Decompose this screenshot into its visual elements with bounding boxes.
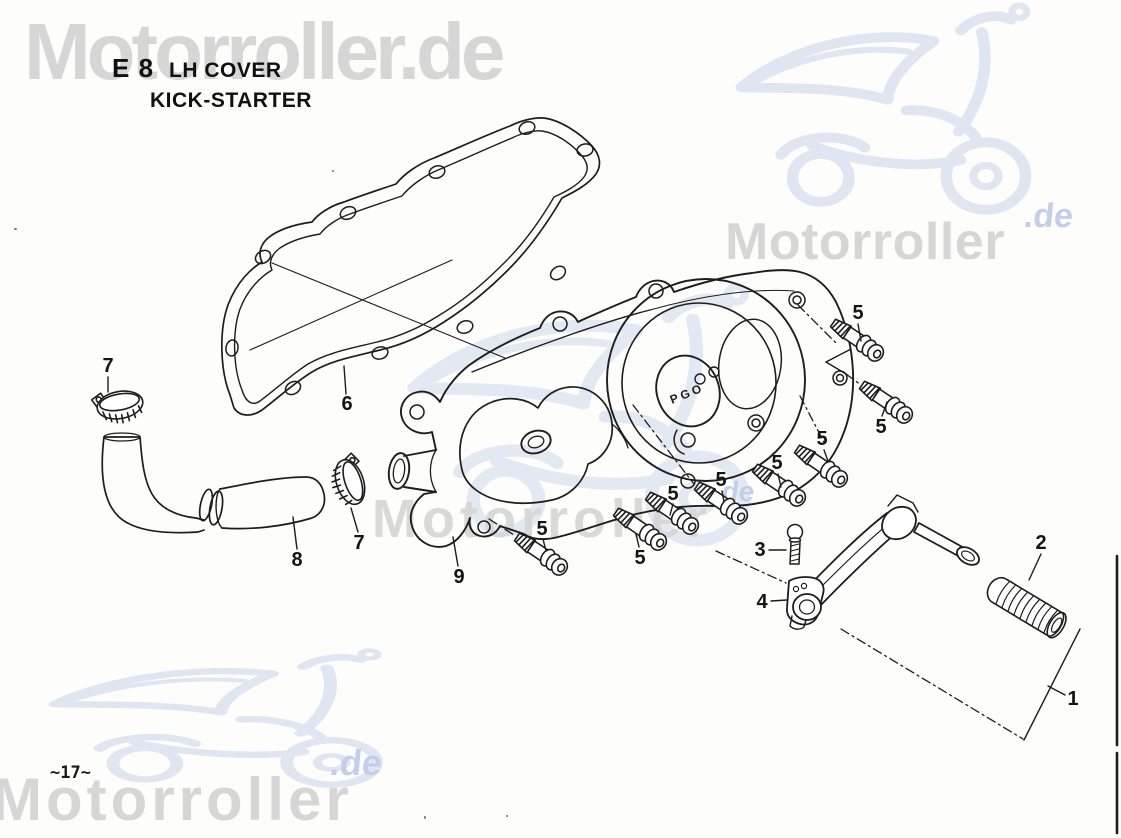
part-callout-2: 2 (1035, 532, 1047, 554)
pinch-bolt-part-3 (786, 523, 804, 565)
part-callout-6: 6 (341, 393, 353, 415)
assembly-axis-lines (488, 304, 1024, 740)
part-callout-8: 8 (291, 549, 303, 571)
diagram-title: LH COVER (169, 59, 282, 82)
gasket-part-6 (221, 117, 601, 416)
watermark-brand-top-left: Motorroller.de (24, 7, 505, 96)
diagram-code: E 8 (112, 53, 155, 83)
part1-bracket-line (1023, 628, 1081, 741)
part-callout-5: 5 (634, 547, 646, 569)
part-callout-9: 9 (453, 566, 465, 588)
part-callout-5: 5 (667, 483, 679, 505)
page-number: ~17~ (50, 763, 91, 783)
watermark-brand-bottom: Motorroller (0, 766, 353, 833)
axis-break-mark (825, 348, 852, 375)
kick-rubber-part-2 (986, 576, 1067, 639)
part-callout-5: 5 (715, 469, 727, 491)
part-callout-7: 7 (353, 532, 365, 554)
hose-part-8 (101, 432, 326, 534)
crankcase-cover-part-9: PGO (387, 269, 855, 548)
part-callout-1: 1 (1067, 688, 1079, 710)
callout-leader-lines (107, 323, 1066, 696)
part-callout-5: 5 (816, 428, 828, 450)
part-callout-3: 3 (754, 539, 766, 561)
part-callout-5: 5 (536, 518, 548, 540)
part-callout-7: 7 (102, 355, 114, 377)
part-callout-5: 5 (875, 416, 887, 438)
kick-lever-part-4 (786, 494, 980, 630)
diagram-subtitle: KICK-STARTER (150, 89, 312, 112)
watermark-brand-top-right: Motorroller (725, 213, 1005, 271)
part-callout-5: 5 (771, 452, 783, 474)
part-callout-5: 5 (852, 302, 864, 324)
title-block: E 8 LH COVER KICK-STARTER (112, 53, 312, 113)
part-callout-4: 4 (756, 591, 768, 613)
